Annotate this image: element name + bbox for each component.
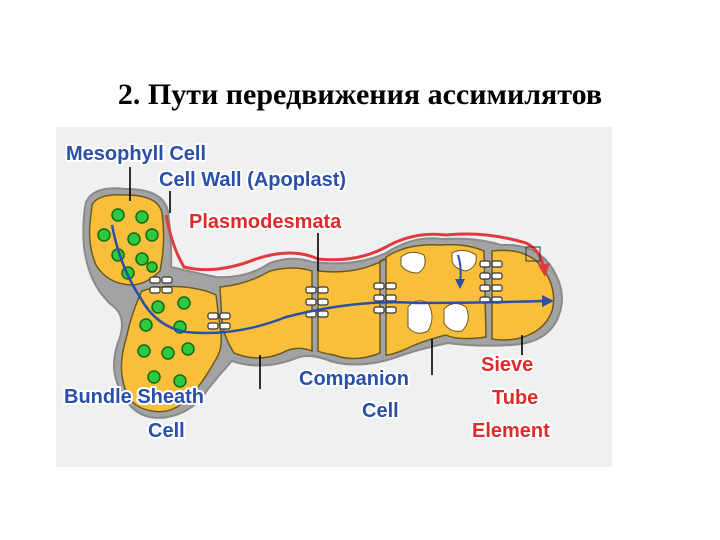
apoplast-pathway (164, 214, 546, 272)
plasmodesmata-connections (149, 260, 503, 330)
symplast-pathway (110, 224, 545, 335)
vacuole-shape (407, 300, 433, 334)
phloem-loading-diagram: Mesophyll Cell Cell Wall (Apoplast) Plas… (56, 127, 612, 467)
label-bundle-sheath-1: Bundle Sheath (64, 386, 204, 408)
label-mesophyll-cell: Mesophyll Cell (66, 143, 206, 165)
section-marker (525, 246, 541, 262)
label-bundle-sheath-2: Cell (148, 420, 185, 442)
symplast-branch-arrowhead (455, 279, 465, 289)
slide-title: 2. Пути передвижения ассимилятов (117, 78, 603, 111)
label-pointers (129, 167, 523, 389)
label-sieve-2: Tube (492, 387, 538, 409)
vacuole-shape (443, 303, 469, 332)
vacuole-shape (400, 251, 426, 274)
apoplast-arrowhead (538, 263, 550, 277)
label-sieve-1: Sieve (481, 354, 533, 376)
diagram-canvas: Mesophyll Cell Cell Wall (Apoplast) Plas… (62, 141, 563, 444)
companion-cell (219, 267, 313, 359)
label-cell-wall: Cell Wall (Apoplast) (159, 169, 346, 191)
label-companion-1: Companion (299, 368, 409, 390)
label-sieve-3: Element (472, 420, 550, 442)
symplast-arrowhead (542, 295, 554, 307)
sieve-tube-element (491, 249, 555, 341)
label-companion-2: Cell (362, 400, 399, 422)
label-plasmodesmata: Plasmodesmata (189, 211, 342, 233)
